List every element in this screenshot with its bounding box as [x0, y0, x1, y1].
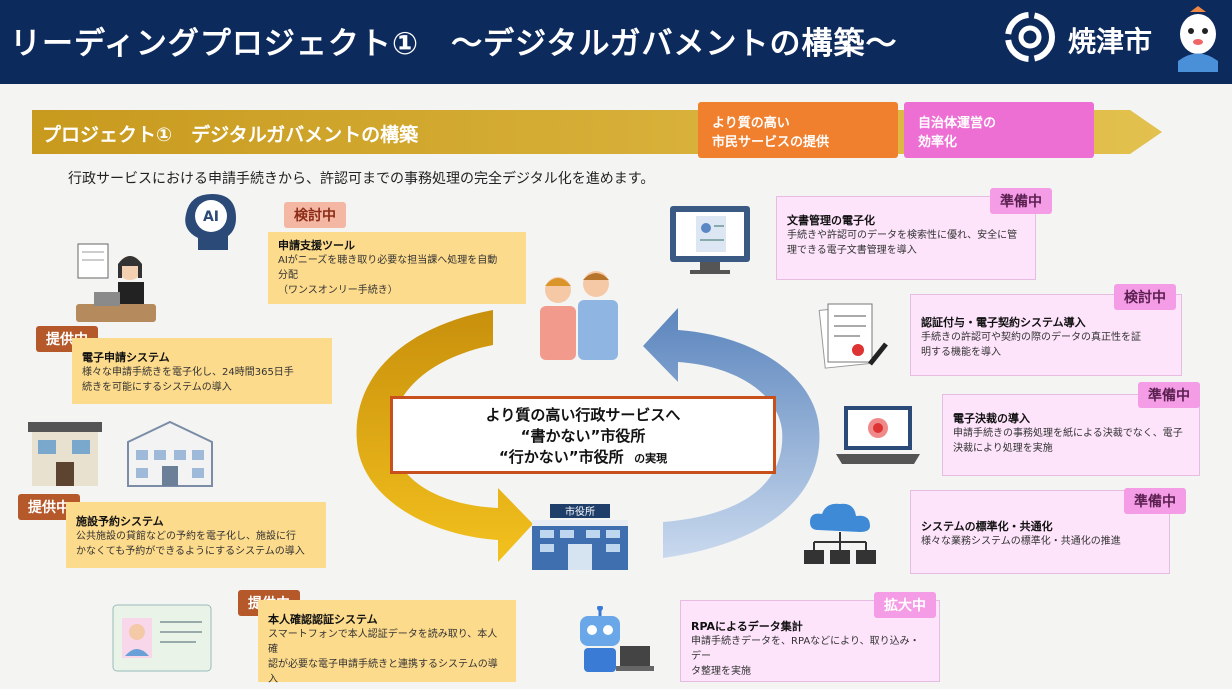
- banner-title: プロジェクト① デジタルガバメントの構築: [42, 124, 419, 146]
- goal-efficiency: 自治体運営の 効率化: [904, 102, 1094, 158]
- facility-building-icon: [28, 422, 102, 486]
- person-at-computer-illustration: [76, 243, 156, 322]
- status-badge: 準備中: [1124, 488, 1186, 514]
- vision-line2: “書かない”市役所: [520, 427, 646, 445]
- project-title: 認証付与・電子契約システム導入: [921, 316, 1086, 329]
- project-desc: 分配: [278, 270, 298, 281]
- project-desc: 公共施設の貸館などの予約を電子化し、施設に行: [76, 531, 296, 542]
- goal-citizen-service: より質の高い 市民サービスの提供: [698, 102, 898, 158]
- contract-document-icon: [818, 303, 888, 369]
- project-desc: 申請手続きデータを、RPAなどにより、取り込み・デー: [691, 636, 920, 662]
- goal2-line2: 効率化: [918, 135, 958, 150]
- goal1-line2: 市民サービスの提供: [712, 135, 830, 150]
- project-desc: タ整理を実施: [691, 666, 751, 677]
- school-building-icon: [127, 420, 213, 487]
- project-title: RPAによるデータ集計: [691, 620, 803, 633]
- status-badge: 準備中: [990, 188, 1052, 214]
- project-title: 電子申請システム: [82, 351, 170, 364]
- header-bar: リーディングプロジェクト① ～デジタルガバメントの構築～ 焼津市: [0, 0, 1232, 84]
- project-desc: 手続きや許認可のデータを検索性に優れ、安全に管: [787, 230, 1018, 241]
- project-title: システムの標準化・共通化: [921, 520, 1053, 533]
- project-shisetsu: 施設予約システム 公共施設の貸館などの予約を電子化し、施設に行 かなくても予約が…: [66, 502, 326, 568]
- goal1-line1: より質の高い: [712, 116, 790, 131]
- project-shinsei-shien: 申請支援ツール AIがニーズを聴き取り必要な担当課へ処理を自動 分配 （ワンスオ…: [268, 232, 526, 304]
- project-title: 文書管理の電子化: [787, 214, 875, 227]
- project-desc: 手続きの許認可や契約の際のデータの真正性を証: [921, 332, 1141, 343]
- city-hall-illustration: 市役所: [532, 504, 628, 570]
- project-desc: 決裁により処理を実施: [953, 443, 1053, 454]
- right-cycle-arrow: [643, 308, 820, 558]
- svg-text:AI: AI: [203, 209, 219, 225]
- project-desc: かなくても予約ができるようにするシステムの導入: [76, 546, 305, 557]
- city-hall-sign: 市役所: [565, 505, 595, 518]
- center-vision-box: より質の高い行政サービスへ “書かない”市役所 “行かない”市役所 の実現: [390, 396, 776, 474]
- citizens-illustration: [540, 271, 618, 360]
- project-desc: 明する機能を導入: [921, 347, 1001, 358]
- document-management-monitor-icon: [670, 206, 750, 274]
- project-title: 電子決裁の導入: [953, 412, 1030, 425]
- project-desc: 理できる電子文書管理を導入: [787, 245, 917, 256]
- status-badge: 準備中: [1138, 382, 1200, 408]
- city-emblem-icon: [1005, 12, 1055, 62]
- project-honnin: 本人確認認証システム スマートフォンで本人認証データを読み取り、本人確 認が必要…: [258, 600, 516, 685]
- project-desc: 入: [268, 674, 278, 685]
- cycle-arrows: [356, 308, 820, 562]
- project-desc: 申請手続きの事務処理を紙による決裁でなく、電子: [953, 428, 1183, 439]
- mascot-icon: [1178, 6, 1218, 72]
- project-desc: 様々な申請手続きを電子化し、24時間365日手: [82, 367, 294, 378]
- project-desc: （ワンスオンリー手続き）: [278, 285, 398, 296]
- e-approval-laptop-icon: [836, 406, 920, 464]
- status-badge: 検討中: [1114, 284, 1176, 310]
- vision-suffix: の実現: [634, 452, 668, 465]
- ai-head-icon: AI: [185, 194, 236, 250]
- cloud-network-icon: [804, 503, 876, 564]
- project-desc: スマートフォンで本人認証データを読み取り、本人確: [268, 629, 498, 655]
- intro-text: 行政サービスにおける申請手続きから、許認可までの事務処理の完全デジタル化を進めま…: [68, 171, 655, 187]
- project-desc: 続きを可能にするシステムの導入: [82, 382, 232, 393]
- left-cycle-arrow: [356, 310, 533, 562]
- project-denshi-shinsei: 電子申請システム 様々な申請手続きを電子化し、24時間365日手 続きを可能にす…: [72, 338, 332, 404]
- project-desc: 認が必要な電子申請手続きと連携するシステムの導: [268, 659, 498, 670]
- project-desc: AIがニーズを聴き取り必要な担当課へ処理を自動: [278, 255, 498, 266]
- status-badge: 検討中: [284, 202, 346, 228]
- project-title: 申請支援ツール: [278, 239, 355, 252]
- city-name: 焼津市: [1068, 25, 1153, 58]
- status-badge: 拡大中: [874, 592, 936, 618]
- project-desc: 様々な業務システムの標準化・共通化の推進: [921, 536, 1121, 547]
- id-card-icon: [112, 604, 212, 672]
- goal2-line1: 自治体運営の: [918, 116, 997, 131]
- vision-line1: より質の高い行政サービスへ: [485, 406, 681, 424]
- vision-line3: “行かない”市役所: [498, 448, 624, 466]
- project-title: 施設予約システム: [76, 515, 164, 528]
- rpa-robot-icon: [580, 606, 654, 672]
- page-title: リーディングプロジェクト① ～デジタルガバメントの構築～: [10, 26, 898, 62]
- project-title: 本人確認認証システム: [268, 613, 378, 626]
